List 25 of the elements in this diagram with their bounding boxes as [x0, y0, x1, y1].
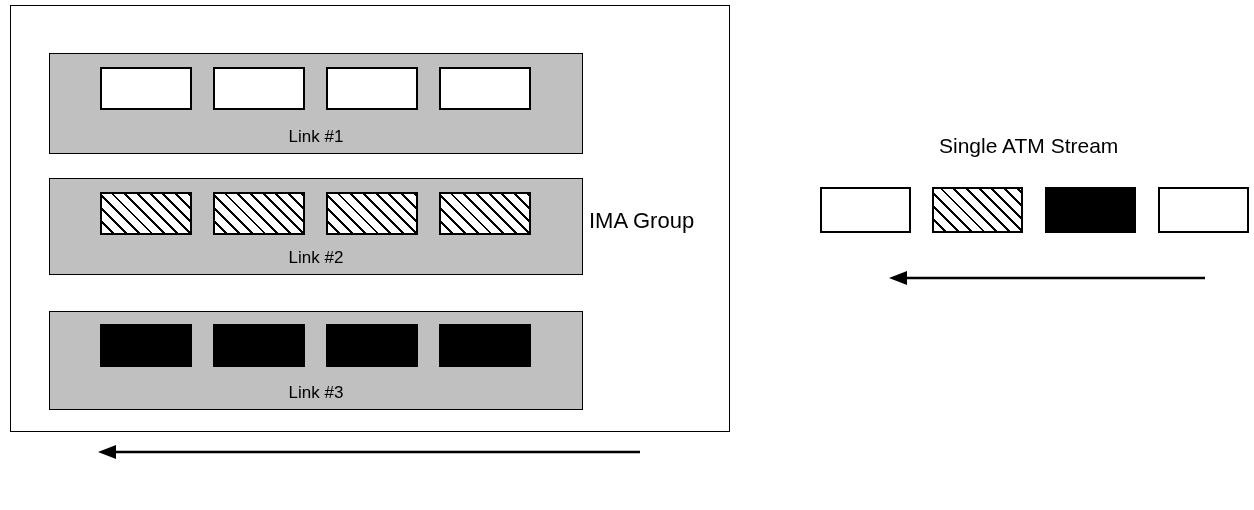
group-box [10, 5, 730, 432]
link-band [49, 178, 583, 275]
cell-box [100, 67, 192, 110]
cell-box [213, 324, 305, 367]
cell-box [326, 67, 418, 110]
cell-box [439, 67, 531, 110]
cell-box [932, 187, 1023, 233]
cell-box [100, 324, 192, 367]
link-label: Link #2 [288, 248, 344, 268]
cell-box [326, 324, 418, 367]
link-label: Link #1 [288, 127, 344, 147]
group-label: IMA Group [589, 208, 695, 234]
cell-box [439, 192, 531, 235]
link-band [49, 53, 583, 154]
cell-box [1045, 187, 1136, 233]
cell-box [439, 324, 531, 367]
stream-label: Single ATM Stream [939, 134, 1119, 158]
link-label: Link #3 [288, 383, 344, 403]
cell-box [820, 187, 911, 233]
cell-box [100, 192, 192, 235]
cell-box [1158, 187, 1249, 233]
cell-box [326, 192, 418, 235]
cell-box [213, 67, 305, 110]
cell-box [213, 192, 305, 235]
link-band [49, 311, 583, 410]
